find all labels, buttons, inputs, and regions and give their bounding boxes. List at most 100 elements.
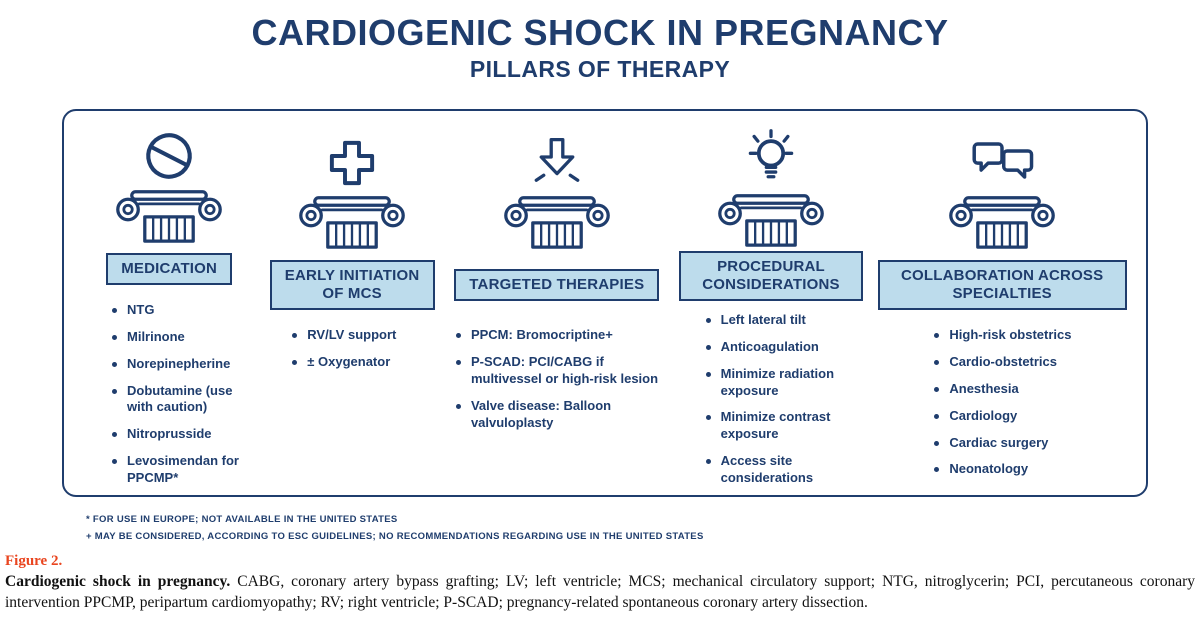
pillar-item: RV/LV support bbox=[292, 327, 438, 344]
pillar-header: COLLABORATION ACROSS SPECIALTIES bbox=[877, 260, 1127, 310]
arrow-press-icon bbox=[528, 127, 586, 191]
pillar-item: Norepinepherine bbox=[112, 356, 260, 373]
pillar-item: Dobutamine (use with caution) bbox=[112, 383, 260, 417]
pillar-header-area: COLLABORATION ACROSS SPECIALTIES bbox=[872, 253, 1132, 317]
pillar-item: NTG bbox=[112, 302, 260, 319]
caption-lead: Cardiogenic shock in pregnancy. bbox=[5, 573, 231, 591]
pillar-2: EARLY INITIATION OF MCS RV/LV support ± Ox… bbox=[266, 127, 438, 487]
bullet-dot bbox=[112, 432, 117, 438]
pillar-item-label: Minimize contrast exposure bbox=[720, 409, 831, 442]
pillar-header-label: EARLY INITIATION OF MCS bbox=[284, 267, 420, 302]
caption-text: Cardiogenic shock in pregnancy. CABG, co… bbox=[5, 572, 1195, 613]
bullet-dot bbox=[705, 344, 711, 350]
pillar-item: Cardiology bbox=[934, 408, 1132, 425]
pillar-item-label: Left lateral tilt bbox=[720, 311, 806, 327]
pillar-item-label: ± Oxygenator bbox=[307, 353, 391, 369]
lightbulb-icon bbox=[741, 127, 801, 189]
pillar-item-list: RV/LV support ± Oxygenator bbox=[266, 317, 438, 371]
pillar-header-area: TARGETED THERAPIES bbox=[444, 253, 670, 317]
figure-subtitle: PILLARS OF THERAPY bbox=[469, 56, 731, 82]
bullet-dot bbox=[292, 333, 298, 338]
column-capital-icon bbox=[296, 195, 408, 253]
pillar-item-label: PPCM: Bromocriptine+ bbox=[470, 327, 613, 342]
pillar-item: Milrinone bbox=[112, 329, 260, 346]
bullet-dot bbox=[455, 333, 461, 338]
pillar-item: Valve disease: Balloon valvuloplasty bbox=[455, 397, 670, 432]
pillar-item: Nitroprusside bbox=[112, 426, 260, 443]
pillar-header-area: PROCEDURAL CONSIDERATIONS bbox=[676, 251, 867, 302]
pillar-5: COLLABORATION ACROSS SPECIALTIES High-ris… bbox=[872, 127, 1132, 487]
pillar-item-list: PPCM: Bromocriptine+ P-SCAD: PCI/CABG if … bbox=[444, 317, 670, 431]
pillar-header: MEDICATION bbox=[106, 253, 233, 286]
pillar-item-label: Levosimendan for PPCMP* bbox=[127, 453, 239, 486]
bullet-dot bbox=[934, 467, 940, 473]
pillar-item-label: Cardio-obstetrics bbox=[949, 353, 1058, 369]
bullet-dot bbox=[934, 359, 940, 365]
column-capital-icon bbox=[715, 193, 827, 251]
pillar-item: Minimize contrast exposure bbox=[705, 409, 867, 443]
bullet-dot bbox=[934, 386, 940, 392]
pillar-item: Levosimendan for PPCMP* bbox=[112, 453, 260, 487]
pillar-item: Cardio-obstetrics bbox=[934, 354, 1132, 371]
figure-label: Figure 2. bbox=[5, 553, 63, 570]
pillar-header-label: MEDICATION bbox=[121, 260, 218, 278]
bullet-dot bbox=[112, 361, 117, 367]
bullet-dot bbox=[455, 359, 461, 365]
pillar-item-label: Cardiology bbox=[949, 407, 1018, 423]
pillar-item-label: High-risk obstetrics bbox=[949, 327, 1072, 342]
bullet-dot bbox=[934, 333, 940, 338]
pillar-item-label: Anesthesia bbox=[949, 380, 1019, 396]
figure-caption: Figure 2. Cardiogenic shock in pregnancy… bbox=[5, 553, 1195, 613]
bullet-dot bbox=[934, 413, 940, 419]
pillar-header-area: EARLY INITIATION OF MCS bbox=[266, 253, 438, 317]
pillar-item: Access site considerations bbox=[705, 453, 867, 487]
pillar-item: PPCM: Bromocriptine+ bbox=[455, 327, 670, 344]
pillar-3: TARGETED THERAPIES PPCM: Bromocriptine+ P-… bbox=[444, 127, 670, 487]
pillar-header: EARLY INITIATION OF MCS bbox=[269, 260, 435, 310]
pillar-item-label: Neonatology bbox=[949, 461, 1029, 477]
prohibition-icon bbox=[140, 127, 198, 185]
pillar-item-label: RV/LV support bbox=[307, 327, 397, 342]
caption-body: CABG, coronary artery bypass grafting; L… bbox=[5, 573, 1195, 611]
pillar-item-label: Norepinepherine bbox=[127, 355, 231, 371]
bullet-dot bbox=[112, 307, 117, 313]
pillar-item-label: Valve disease: Balloon valvuloplasty bbox=[470, 397, 612, 430]
bullet-dot bbox=[705, 317, 711, 323]
footnote-esc: + MAY BE CONSIDERED, ACCORDING TO ESC GU… bbox=[86, 531, 704, 543]
pillar-item: Anticoagulation bbox=[705, 338, 867, 356]
pillar-header: TARGETED THERAPIES bbox=[454, 269, 660, 301]
pillar-item-label: P-SCAD: PCI/CABG if multivessel or high-… bbox=[470, 353, 659, 386]
figure-title: CARDIOGENIC SHOCK IN PREGNANCY bbox=[251, 12, 949, 53]
bullet-dot bbox=[112, 388, 117, 394]
bullet-dot bbox=[292, 359, 298, 365]
pillar-item: Minimize radiation exposure bbox=[705, 366, 867, 400]
pillar-item-label: Cardiac surgery bbox=[949, 434, 1049, 450]
pillar-item-label: Dobutamine (use with caution) bbox=[127, 382, 233, 415]
pillar-item-label: Nitroprusside bbox=[127, 426, 212, 442]
bullet-dot bbox=[112, 459, 117, 465]
medical-cross-icon bbox=[324, 127, 380, 191]
pillar-item-label: Milrinone bbox=[127, 328, 185, 344]
pillar-item-label: Access site considerations bbox=[720, 453, 814, 486]
pillar-item: ± Oxygenator bbox=[292, 354, 438, 371]
bullet-dot bbox=[705, 459, 711, 465]
bullet-dot bbox=[705, 371, 711, 377]
pillar-item-label: NTG bbox=[127, 301, 155, 317]
bullet-dot bbox=[455, 403, 461, 409]
pillar-item-label: Anticoagulation bbox=[720, 338, 819, 354]
bullet-dot bbox=[934, 440, 940, 446]
column-capital-icon bbox=[113, 189, 225, 247]
pillar-item: Neonatology bbox=[934, 461, 1132, 478]
pillar-header-area: MEDICATION bbox=[78, 247, 260, 292]
pillar-item: Cardiac surgery bbox=[934, 435, 1132, 452]
column-capital-icon bbox=[946, 195, 1058, 253]
pillar-item: Left lateral tilt bbox=[705, 311, 867, 329]
pillar-item: P-SCAD: PCI/CABG if multivessel or high-… bbox=[455, 353, 670, 388]
bullet-dot bbox=[705, 415, 711, 421]
